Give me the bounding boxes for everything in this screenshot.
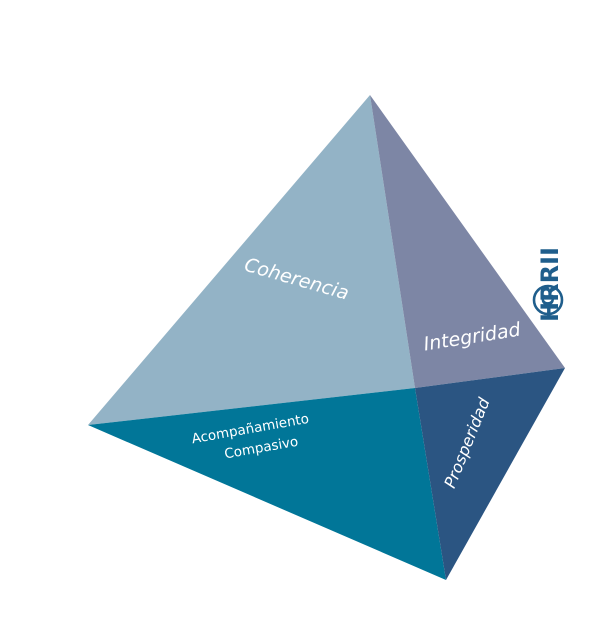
face-coherencia (88, 95, 415, 425)
copyright-symbol: C (539, 294, 559, 306)
face-prosperidad (415, 368, 565, 580)
face-acompanamiento (88, 388, 446, 580)
face-integridad (370, 95, 565, 388)
copyright-icon: C (532, 284, 564, 316)
